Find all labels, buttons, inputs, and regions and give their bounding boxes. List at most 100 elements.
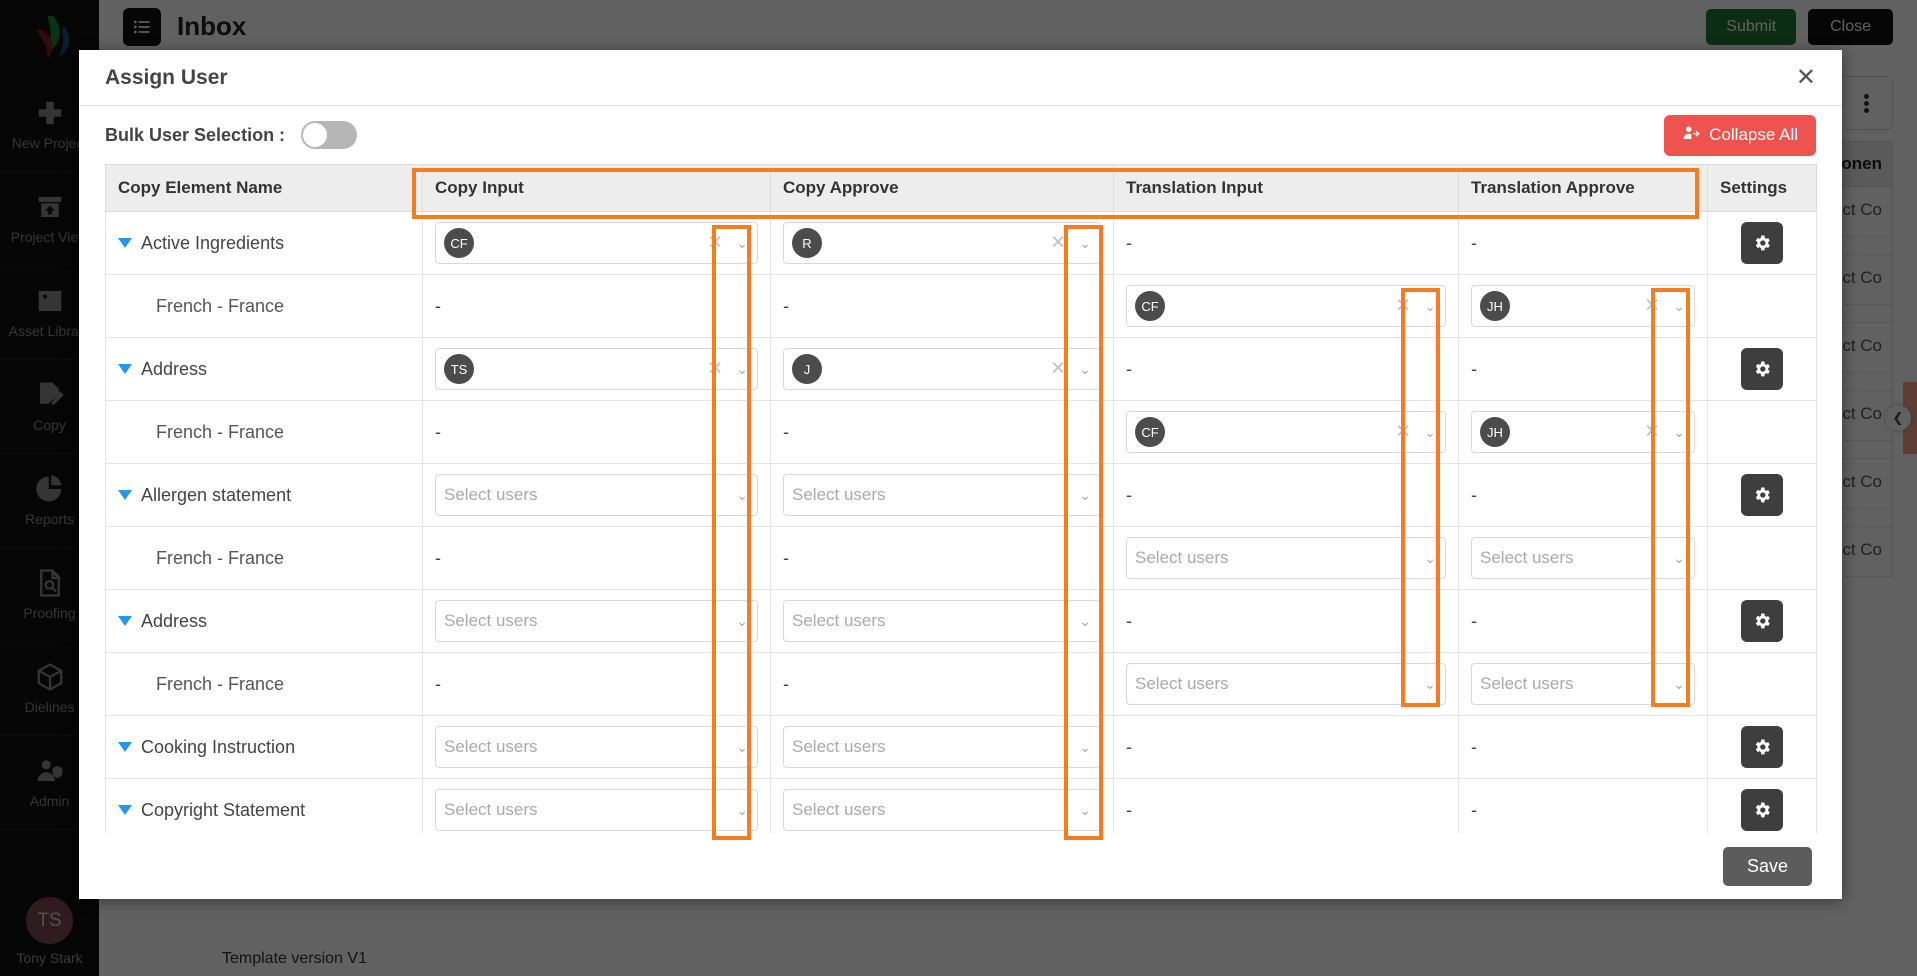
user-select-copy-input[interactable]: Select users⌄	[435, 474, 758, 516]
chevron-down-icon[interactable]: ⌄	[1079, 802, 1091, 818]
element-name-label: Allergen statement	[141, 484, 292, 505]
select-users-placeholder: Select users	[1135, 674, 1229, 693]
element-name-parent[interactable]: Cooking Instruction	[118, 737, 410, 758]
column-header-copy-approve: Copy Approve	[770, 164, 1114, 212]
chevron-down-icon[interactable]: ⌄	[736, 235, 748, 251]
user-select-copy-approve[interactable]: Select users⌄	[783, 600, 1101, 642]
cell-translation-approve: JH✕⌄	[1458, 400, 1708, 464]
empty-dash: -	[1471, 484, 1477, 505]
close-icon[interactable]: ✕	[1795, 63, 1816, 91]
cell-copy-element-name: Address	[105, 589, 423, 653]
user-select-translation-input[interactable]: CF ✕ ⌄	[1126, 411, 1446, 453]
user-select-translation-approve[interactable]: JH ✕ ⌄	[1471, 285, 1695, 327]
cell-settings	[1707, 211, 1817, 275]
chevron-down-icon[interactable]: ⌄	[1673, 298, 1685, 314]
chevron-down-icon[interactable]: ⌄	[1673, 676, 1685, 692]
gear-icon[interactable]	[1741, 600, 1783, 642]
cell-settings	[1707, 652, 1817, 716]
empty-dash: -	[435, 673, 441, 694]
user-select-translation-approve[interactable]: Select users ⌄	[1471, 663, 1695, 705]
chevron-down-icon[interactable]: ⌄	[736, 802, 748, 818]
x-icon[interactable]: ✕	[1395, 421, 1411, 443]
user-select-copy-input[interactable]: CF ✕ ⌄	[435, 222, 758, 264]
user-select-copy-approve[interactable]: J✕⌄	[783, 348, 1101, 390]
select-users-placeholder: Select users	[444, 800, 538, 819]
user-select-copy-approve[interactable]: R✕⌄	[783, 222, 1101, 264]
user-select-copy-approve[interactable]: Select users ⌄	[783, 726, 1101, 768]
select-users-placeholder: Select users	[792, 737, 886, 756]
user-select-copy-approve[interactable]: Select users⌄	[783, 474, 1101, 516]
user-select-copy-input[interactable]: Select users ⌄	[435, 789, 758, 831]
chevron-down-icon[interactable]: ⌄	[1424, 298, 1436, 314]
user-chip: CF	[444, 228, 474, 258]
bulk-user-selection-toggle[interactable]	[301, 121, 358, 149]
user-select-copy-input[interactable]: Select users⌄	[435, 600, 758, 642]
gear-icon[interactable]	[1741, 348, 1783, 390]
chevron-down-icon[interactable]: ⌄	[1079, 739, 1091, 755]
user-select-translation-input[interactable]: Select users⌄	[1126, 537, 1446, 579]
chevron-down-icon[interactable]: ⌄	[736, 613, 748, 629]
element-name-child: French - France	[156, 421, 285, 442]
element-name-parent[interactable]: Address	[118, 359, 410, 380]
save-button[interactable]: Save	[1722, 846, 1812, 886]
empty-dash: -	[1126, 484, 1132, 505]
chevron-down-icon[interactable]: ⌄	[1424, 424, 1436, 440]
x-icon[interactable]: ✕	[1395, 295, 1411, 317]
collapse-all-label: Collapse All	[1709, 125, 1798, 144]
chevron-down-icon[interactable]: ⌄	[1673, 424, 1685, 440]
cell-copy-element-name: Cooking Instruction	[105, 715, 423, 779]
x-icon[interactable]: ✕	[707, 232, 723, 254]
element-name-parent[interactable]: Active Ingredients	[118, 233, 410, 254]
user-chip: CF	[1135, 417, 1165, 447]
chevron-down-icon[interactable]: ⌄	[1424, 676, 1436, 692]
user-select-copy-approve[interactable]: Select users⌄	[783, 789, 1101, 831]
caret-down-icon[interactable]	[118, 742, 132, 752]
gear-icon[interactable]	[1741, 474, 1783, 516]
chevron-down-icon[interactable]: ⌄	[1673, 550, 1685, 566]
user-select-translation-input[interactable]: Select users ⌄	[1126, 663, 1446, 705]
chevron-down-icon[interactable]: ⌄	[1079, 361, 1091, 377]
cell-translation-approve: -	[1458, 463, 1708, 527]
chevron-down-icon[interactable]: ⌄	[736, 739, 748, 755]
chevron-down-icon[interactable]: ⌄	[736, 487, 748, 503]
caret-down-icon[interactable]	[118, 616, 132, 626]
x-icon[interactable]: ✕	[1644, 295, 1660, 317]
user-select-translation-input[interactable]: CF✕⌄	[1126, 285, 1446, 327]
element-name-parent[interactable]: Address	[118, 611, 410, 632]
chevron-down-icon[interactable]: ⌄	[1079, 613, 1091, 629]
x-icon[interactable]: ✕	[1050, 358, 1066, 380]
element-name-parent[interactable]: Allergen statement	[118, 485, 410, 506]
gear-icon[interactable]	[1741, 789, 1783, 831]
chevron-down-icon[interactable]: ⌄	[736, 361, 748, 377]
chevron-down-icon[interactable]: ⌄	[1079, 235, 1091, 251]
cell-copy-input: -	[422, 652, 771, 716]
user-select-copy-input[interactable]: Select users⌄	[435, 726, 758, 768]
user-select-translation-approve[interactable]: JH✕⌄	[1471, 411, 1695, 453]
cell-copy-approve: -	[770, 652, 1114, 716]
modal-header: Assign User ✕	[79, 50, 1842, 106]
caret-down-icon[interactable]	[118, 364, 132, 374]
cell-settings	[1707, 778, 1817, 833]
empty-dash: -	[1471, 799, 1477, 820]
caret-down-icon[interactable]	[118, 490, 132, 500]
modal-footer: Save	[79, 833, 1842, 899]
element-name-child: French - France	[156, 295, 285, 316]
user-chip: JH	[1480, 291, 1510, 321]
chevron-down-icon[interactable]: ⌄	[1079, 487, 1091, 503]
user-select-translation-approve[interactable]: Select users⌄	[1471, 537, 1695, 579]
gear-icon[interactable]	[1741, 222, 1783, 264]
x-icon[interactable]: ✕	[707, 358, 723, 380]
gear-icon[interactable]	[1741, 726, 1783, 768]
cell-copy-input: Select users⌄	[422, 589, 771, 653]
caret-down-icon[interactable]	[118, 805, 132, 815]
collapse-all-button[interactable]: Collapse All	[1664, 114, 1816, 156]
element-name-parent[interactable]: Copyright Statement	[118, 800, 410, 821]
caret-down-icon[interactable]	[118, 238, 132, 248]
user-select-copy-input[interactable]: TS✕⌄	[435, 348, 758, 390]
x-icon[interactable]: ✕	[1644, 421, 1660, 443]
empty-dash: -	[783, 295, 789, 316]
x-icon[interactable]: ✕	[1050, 232, 1066, 254]
select-users-placeholder: Select users	[1480, 674, 1574, 693]
chevron-down-icon[interactable]: ⌄	[1424, 550, 1436, 566]
